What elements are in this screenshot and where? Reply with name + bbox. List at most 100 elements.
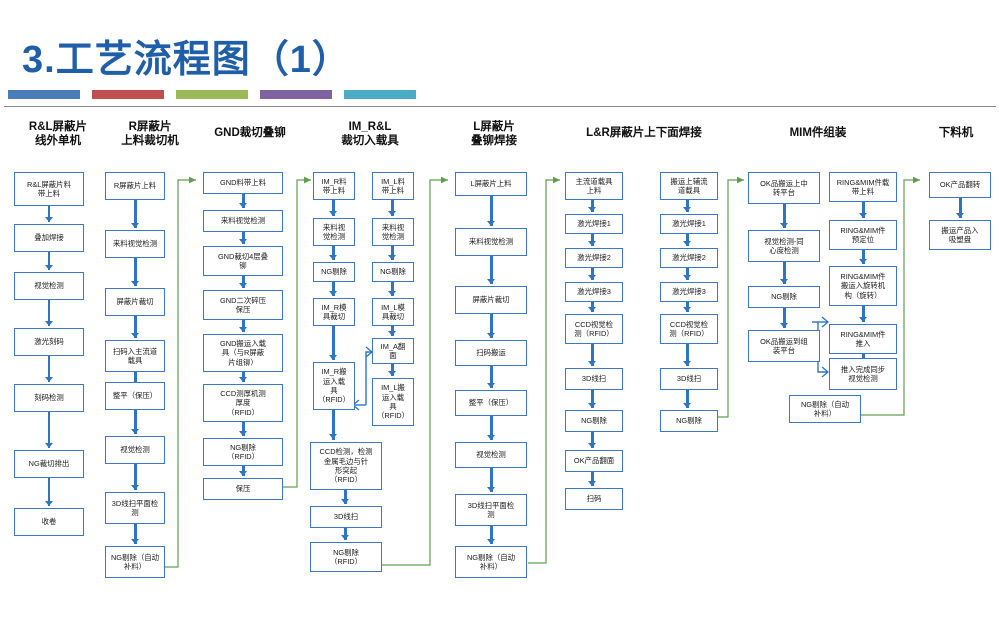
node-col7b-1[interactable]: RING&MIM件 预定位 bbox=[829, 220, 897, 250]
node-col6a-7[interactable]: OK产品翻面 bbox=[565, 450, 623, 472]
node-col4r-2[interactable]: NG剔除 bbox=[313, 262, 355, 282]
node-col6b-1[interactable]: 激光焊接1 bbox=[660, 214, 718, 234]
node-col4r-4[interactable]: IM_R搬 运入载 具 （RFID） bbox=[313, 362, 355, 410]
node-col7a-3[interactable]: OK品搬运到组 装平台 bbox=[748, 330, 820, 362]
node-col3-4[interactable]: GND搬运入载 具（与R屏蔽 片组铆） bbox=[203, 334, 283, 372]
arrowhead-col3-3 bbox=[239, 327, 247, 332]
arrow-col8-0 bbox=[959, 198, 962, 218]
node-col3-2[interactable]: GND裁切4层叠 铆 bbox=[203, 246, 283, 276]
arrow-col2-5 bbox=[134, 464, 137, 490]
arrow-col6b-2 bbox=[686, 268, 689, 280]
node-col6b-4[interactable]: CCD视觉检 测（RFID） bbox=[660, 314, 718, 344]
node-col2-5[interactable]: 视觉检测 bbox=[105, 436, 165, 464]
node-col4r-0[interactable]: IM_R料 带上料 bbox=[313, 172, 355, 200]
arrowhead-col8-0 bbox=[956, 213, 964, 218]
arrowhead-col3-2 bbox=[239, 283, 247, 288]
node-col6b-6[interactable]: NG剔除 bbox=[660, 410, 718, 432]
node-col5-2[interactable]: 屏蔽片裁切 bbox=[455, 286, 527, 314]
node-col3-7[interactable]: 保压 bbox=[203, 478, 283, 500]
arrow-col4r-2 bbox=[332, 282, 335, 296]
node-col2-1[interactable]: 来料视觉检测 bbox=[105, 230, 165, 258]
node-col2-4[interactable]: 整平（保压） bbox=[105, 382, 165, 410]
node-col8-0[interactable]: OK产品翻转 bbox=[929, 172, 991, 198]
node-col4m-2[interactable]: NG剔除 （RFID） bbox=[310, 542, 382, 572]
node-col7a-2[interactable]: NG剔除 bbox=[748, 286, 820, 308]
node-col7a-4[interactable]: NG剔除（自动 补料） bbox=[789, 395, 861, 423]
arrow-col5-1 bbox=[490, 256, 493, 284]
node-col1-5[interactable]: NG裁切排出 bbox=[14, 450, 84, 478]
node-col2-6[interactable]: 3D线扫平面检 测 bbox=[105, 492, 165, 524]
node-col1-6[interactable]: 收卷 bbox=[14, 508, 84, 536]
node-col5-7[interactable]: NG剔除（自动 补料） bbox=[455, 546, 527, 578]
node-col4m-0[interactable]: CCD检测，检测 金属毛边与针 形突起 （RFID） bbox=[310, 442, 382, 490]
node-col3-1[interactable]: 来料视觉检测 bbox=[203, 210, 283, 232]
node-col4l-4[interactable]: IM_A翻 面 bbox=[372, 338, 414, 364]
arrow-col5-6 bbox=[490, 526, 493, 544]
node-col3-6[interactable]: NG剔除 （RFID） bbox=[203, 438, 283, 466]
arrowhead-col7b-2 bbox=[859, 317, 867, 322]
node-col5-5[interactable]: 视觉检测 bbox=[455, 442, 527, 468]
node-col7b-4[interactable]: 推入完成同步 视觉检测 bbox=[829, 358, 897, 390]
node-col6a-4[interactable]: CCD视觉检 测（RFID） bbox=[565, 314, 623, 344]
column-header-col5: L屏蔽片 叠铆焊接 bbox=[471, 121, 517, 148]
node-col6a-6[interactable]: NG剔除 bbox=[565, 410, 623, 432]
node-col1-4[interactable]: 刻码检测 bbox=[14, 384, 84, 412]
arrowhead-col6a-5 bbox=[588, 403, 596, 408]
node-col7a-0[interactable]: OK品搬运上中 转平台 bbox=[748, 172, 820, 204]
node-col4l-5[interactable]: IM_L搬 运入载 具 （RFID） bbox=[372, 378, 414, 426]
node-col5-3[interactable]: 扫码搬运 bbox=[455, 340, 527, 366]
node-col6a-0[interactable]: 主流道载具 上料 bbox=[565, 172, 623, 200]
arrowhead-col3-1 bbox=[239, 239, 247, 244]
node-col7b-3[interactable]: RING&MIM件 推入 bbox=[829, 324, 897, 354]
arrow-col7a-2 bbox=[783, 308, 786, 328]
arrowhead-col6a-0 bbox=[588, 207, 596, 212]
arrowhead-col5-3 bbox=[487, 383, 495, 388]
arrowhead-col2-4 bbox=[131, 429, 139, 434]
arrow-col7a-0 bbox=[783, 204, 786, 228]
node-col2-2[interactable]: 屏蔽片裁切 bbox=[105, 288, 165, 316]
node-col1-3[interactable]: 激光刻码 bbox=[14, 328, 84, 356]
node-col5-1[interactable]: 来料视觉检测 bbox=[455, 228, 527, 256]
arrowhead-col1-2 bbox=[44, 321, 53, 326]
node-col5-4[interactable]: 整平（保压） bbox=[455, 390, 527, 416]
node-col6b-2[interactable]: 激光焊接2 bbox=[660, 248, 718, 268]
node-col3-5[interactable]: CCD测厚机测 厚度 （RFID） bbox=[203, 384, 283, 422]
node-col6b-5[interactable]: 3D线扫 bbox=[660, 368, 718, 390]
node-col7a-1[interactable]: 视觉检测-同 心度检测 bbox=[748, 230, 820, 262]
node-col7b-2[interactable]: RING&MIM件 搬运入旋转机 构（旋转） bbox=[829, 266, 897, 306]
arrow-col1-4 bbox=[47, 412, 51, 448]
node-col6a-5[interactable]: 3D线扫 bbox=[565, 368, 623, 390]
accent-bar-4 bbox=[260, 90, 332, 99]
node-col4r-1[interactable]: 来料视 觉检测 bbox=[313, 218, 355, 246]
node-col1-2[interactable]: 视觉检测 bbox=[14, 272, 84, 300]
node-col4l-3[interactable]: IM_L模 具裁切 bbox=[372, 298, 414, 326]
arrowhead-col6a-2 bbox=[588, 275, 596, 280]
node-col4l-0[interactable]: IM_L料 带上料 bbox=[372, 172, 414, 200]
node-col6a-8[interactable]: 扫码 bbox=[565, 488, 623, 510]
node-col6a-2[interactable]: 激光焊接2 bbox=[565, 248, 623, 268]
node-col2-7[interactable]: NG剔除（自动 补料） bbox=[105, 546, 165, 578]
arrowhead-col7a-2 bbox=[780, 323, 788, 328]
node-col6b-0[interactable]: 搬运上辅流 道载具 bbox=[660, 172, 718, 200]
node-col1-0[interactable]: R&L屏蔽片料 带上料 bbox=[14, 172, 84, 206]
node-col4m-1[interactable]: 3D线扫 bbox=[310, 506, 382, 528]
node-col5-6[interactable]: 3D线扫平面检 测 bbox=[455, 494, 527, 526]
arrowhead-col4l-1 bbox=[388, 255, 396, 260]
node-col4l-2[interactable]: NG剔除 bbox=[372, 262, 414, 282]
column-header-col4: IM_R&L 裁切入载具 bbox=[341, 121, 399, 148]
node-col2-0[interactable]: R屏蔽片上料 bbox=[105, 172, 165, 200]
node-col1-1[interactable]: 叠加焊接 bbox=[14, 224, 84, 252]
node-col3-3[interactable]: GND二次碎压 保压 bbox=[203, 290, 283, 320]
node-col3-0[interactable]: GND料带上料 bbox=[203, 172, 283, 194]
node-col4r-3[interactable]: IM_R模 具裁切 bbox=[313, 298, 355, 326]
node-col7b-0[interactable]: RING&MIM件载 带上料 bbox=[829, 172, 897, 202]
node-col6b-3[interactable]: 激光焊接3 bbox=[660, 282, 718, 302]
arrow-col6a-1 bbox=[591, 234, 594, 246]
arrowhead-col3-0 bbox=[239, 203, 247, 208]
node-col6a-1[interactable]: 激光焊接1 bbox=[565, 214, 623, 234]
node-col8-1[interactable]: 搬运产品入 吸塑盘 bbox=[929, 220, 991, 250]
node-col2-3[interactable]: 扫码入主流道 载具 bbox=[105, 340, 165, 372]
node-col5-0[interactable]: L屏蔽片上料 bbox=[455, 172, 527, 196]
node-col6a-3[interactable]: 激光焊接3 bbox=[565, 282, 623, 302]
node-col4l-1[interactable]: 来料视 觉检测 bbox=[372, 218, 414, 246]
